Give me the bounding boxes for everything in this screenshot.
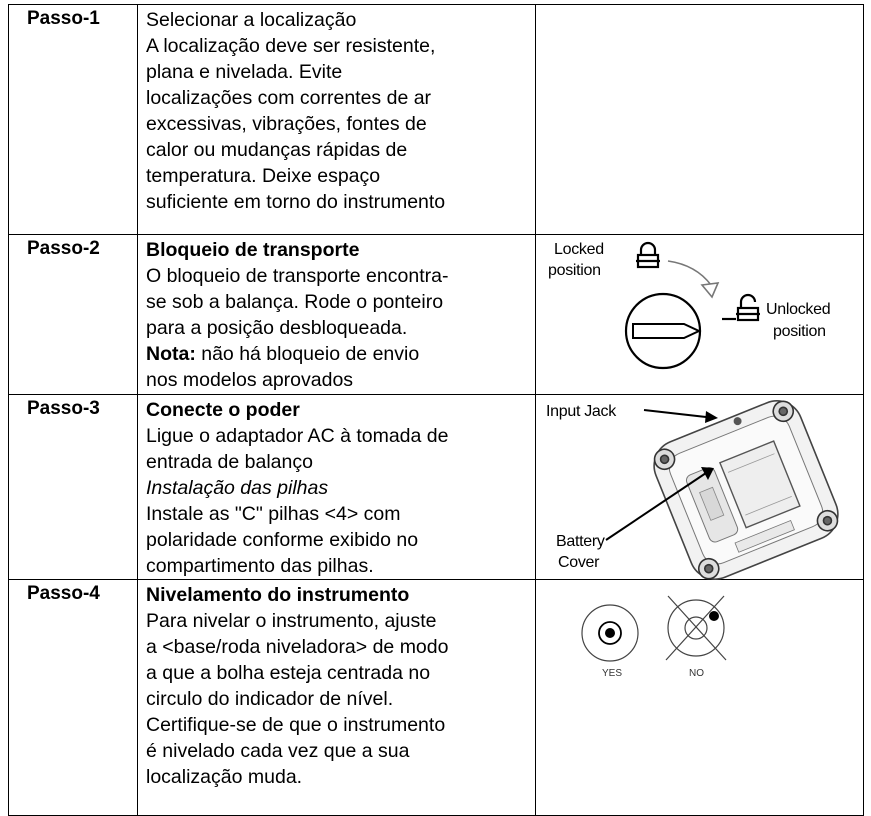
scale-underside-icon (605, 400, 839, 580)
step-text: Conecte o poder Ligue o adaptador AC à t… (137, 394, 536, 580)
unlocked-label-2: position (773, 323, 826, 340)
step-body-line: circulo do indicador de nível. (146, 688, 394, 710)
lock-dial-icon (624, 241, 760, 370)
step-label: Passo-3 (8, 394, 138, 580)
step-body-line: a <base/roda niveladora> de modo (146, 636, 449, 658)
step-text: Nivelamento do instrumento Para nivelar … (137, 579, 536, 816)
step-body-line: localizações com correntes de ar (146, 87, 432, 109)
step-figure-empty (535, 4, 864, 235)
step-body-line: excessivas, vibrações, fontes de (146, 113, 427, 135)
steps-table: Passo-1 Selecionar a localização A local… (8, 4, 864, 816)
step-row-1: Passo-1 Selecionar a localização A local… (8, 4, 864, 235)
step-body-line: Para nivelar o instrumento, ajuste (146, 610, 437, 632)
note-text: não há bloqueio de envio (195, 343, 420, 365)
step-body-line: a que a bolha esteja centrada no (146, 662, 431, 684)
step-body-line: Instale as "C" pilhas <4> com (146, 503, 401, 525)
step-body-line: compartimento das pilhas. (146, 555, 374, 577)
step-body-line: é nivelado cada vez que a sua (146, 740, 410, 762)
step-body-line: para a posição desbloqueada. (146, 317, 408, 339)
step-title: Nivelamento do instrumento (146, 584, 410, 606)
step-body-line: polaridade conforme exibido no (146, 529, 419, 551)
no-label: NO (689, 668, 704, 679)
step-body-line: temperatura. Deixe espaço (146, 165, 381, 187)
battery-cover-label-2: Cover (558, 554, 600, 571)
level-no-icon (665, 595, 727, 661)
locked-label-1: Locked (554, 241, 604, 258)
step-title: Selecionar a localização (146, 9, 357, 31)
step-note: Nota: não há bloqueio de envio (146, 341, 531, 367)
step-label: Passo-4 (8, 579, 138, 816)
step-body-line: A localização deve ser resistente, (146, 35, 436, 57)
step-body-line: suficiente em torno do instrumento (146, 191, 446, 213)
transport-lock-figure: Locked position Unlocked position (535, 234, 864, 395)
note-label: Nota: (146, 343, 196, 365)
level-indicator-figure: YES NO (535, 579, 864, 816)
step-subtitle: Instalação das pilhas (146, 477, 329, 499)
step-body-line: Certifique-se de que o instrumento (146, 714, 446, 736)
level-yes-icon (581, 604, 639, 662)
step-body-line: plana e nivelada. Evite (146, 61, 343, 83)
input-jack-label: Input Jack (546, 403, 616, 420)
level-bubble-icon (581, 595, 727, 662)
step-label: Passo-1 (8, 4, 138, 235)
step-body-line: entrada de balanço (146, 451, 313, 473)
step-body-line: se sob a balança. Rode o ponteiro (146, 291, 444, 313)
step-text: Bloqueio de transporte O bloqueio de tra… (137, 234, 536, 395)
battery-cover-label-1: Battery (556, 533, 605, 550)
locked-label-2: position (548, 262, 601, 279)
step-body-line: Ligue o adaptador AC à tomada de (146, 425, 449, 447)
step-body-line: nos modelos aprovados (146, 369, 354, 391)
step-text: Selecionar a localização A localização d… (137, 4, 536, 235)
step-body-line: calor ou mudanças rápidas de (146, 139, 408, 161)
step-title: Conecte o poder (146, 399, 300, 421)
step-body-line: O bloqueio de transporte encontra- (146, 265, 449, 287)
unlocked-label-1: Unlocked (766, 301, 831, 318)
step-label: Passo-2 (8, 234, 138, 395)
step-body-line: localização muda. (146, 766, 303, 788)
step-row-3: Passo-3 Conecte o poder Ligue o adaptado… (8, 394, 864, 580)
step-row-2: Passo-2 Bloqueio de transporte O bloquei… (8, 234, 864, 395)
scale-underside-figure: Input Jack Battery Cover (535, 394, 864, 580)
step-row-4: Passo-4 Nivelamento do instrumento Para … (8, 579, 864, 816)
step-title: Bloqueio de transporte (146, 239, 360, 261)
yes-label: YES (602, 668, 623, 679)
